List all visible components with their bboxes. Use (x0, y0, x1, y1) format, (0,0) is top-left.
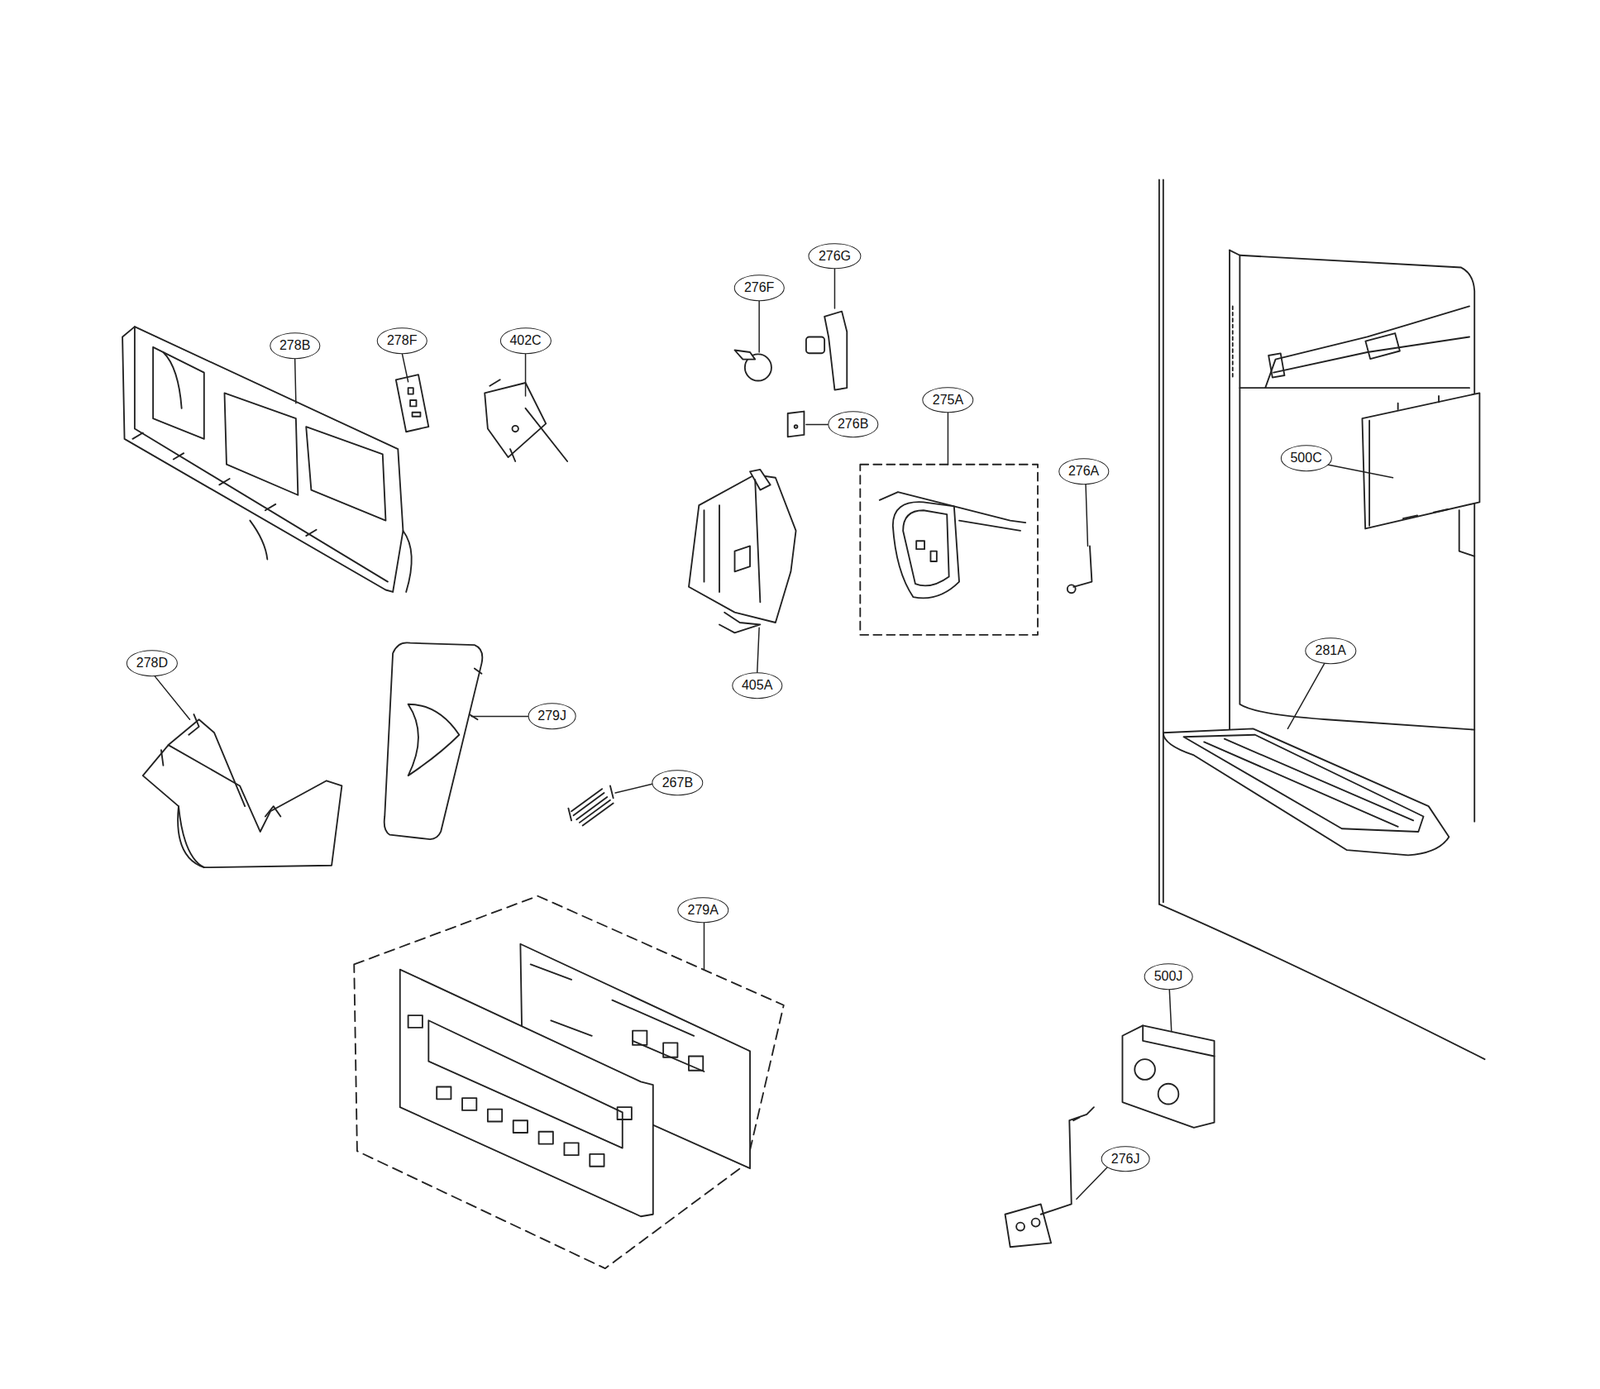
callout-number: 278F (377, 327, 427, 354)
sensor-block (1122, 1025, 1214, 1128)
callout-number: 276F (734, 274, 784, 301)
callout-number: 402C (499, 327, 551, 354)
ice-door-flap (859, 464, 1038, 636)
callout-number: 267B (652, 769, 703, 797)
callout-number: 278B (269, 333, 320, 360)
light-cover (396, 374, 429, 432)
dispenser-housing (122, 326, 412, 593)
door-panel (1159, 179, 1486, 1060)
callout-number: 276G (808, 243, 861, 270)
callout-number: 278D (126, 649, 178, 677)
callout-number: 405A (731, 672, 783, 699)
callout-number: 276A (1058, 458, 1109, 485)
wire-bracket (1005, 1107, 1094, 1247)
callout-number: 275A (922, 386, 974, 414)
dispenser-paddle (384, 642, 483, 840)
drip-tray (1163, 728, 1450, 855)
callout-number: 276B (827, 411, 879, 439)
callout-number: 279A (678, 897, 729, 924)
callout-number: 279J (527, 703, 577, 731)
spring-rod (1067, 545, 1093, 593)
dispenser-cover (1361, 392, 1480, 529)
coil-spring (568, 785, 613, 826)
display-assembly (353, 896, 784, 1269)
auger-motor (688, 469, 797, 633)
ice-chute (143, 714, 343, 868)
leader-lines (155, 267, 1394, 1200)
callout-number: 500J (1144, 963, 1194, 990)
callout-number: 500C (1280, 444, 1332, 472)
callout-number: 276J (1101, 1146, 1151, 1173)
callout-number: 281A (1305, 638, 1357, 665)
